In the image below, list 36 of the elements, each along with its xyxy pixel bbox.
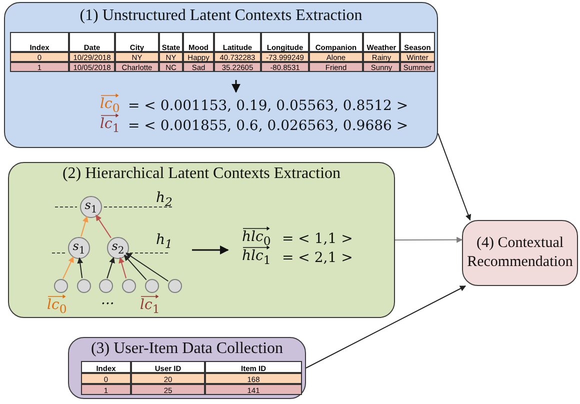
box-title: (3) User-Item Data Collection: [90, 340, 284, 358]
process-box: [8, 162, 395, 318]
arrow: [438, 132, 472, 221]
arrow: [126, 252, 169, 282]
formula: = < 2,1 >: [282, 250, 353, 266]
data-point-circle: [77, 279, 91, 293]
arrow: [62, 256, 74, 280]
formula: = < 1,1 >: [282, 231, 353, 247]
data-point-circle: [145, 279, 159, 293]
level-label: ...: [101, 292, 114, 308]
arrow: [96, 214, 112, 238]
node-label: s$_{1}$: [72, 240, 86, 256]
box-title: (1) Unstructured Latent Contexts Extraction: [78, 7, 364, 25]
cluster-node-circle: [68, 237, 90, 259]
arrow: [118, 257, 127, 279]
cluster-node-circle: [107, 237, 129, 259]
data-point-circle: [122, 279, 136, 293]
arrow: [124, 254, 147, 280]
process-box: [462, 220, 578, 286]
arrow: [306, 286, 466, 368]
data-point-circle: [99, 279, 113, 293]
data-point-circle: [168, 279, 182, 293]
arrow: [106, 256, 115, 279]
box-title: (4) Contextual Recommendation: [466, 234, 574, 272]
box-title: (2) Hierarchical Latent Contexts Extraction: [61, 165, 342, 183]
level-label: h$_{1}$: [156, 232, 172, 251]
arrow: [80, 216, 88, 237]
level-label: h$_{2}$: [156, 190, 172, 209]
node-label: s$_{1}$: [84, 198, 98, 216]
arrow: [394, 236, 463, 243]
data-point-circle: [54, 279, 68, 293]
arrow: [77, 257, 84, 279]
formula: = < 0.001153, 0.19, 0.05563, 0.8512 >: [128, 98, 408, 114]
cluster-node-circle: [80, 196, 102, 218]
formula: = < 0.001855, 0.6, 0.026563, 0.9686 >: [128, 118, 408, 134]
node-label: s$_{2}$: [112, 240, 124, 256]
